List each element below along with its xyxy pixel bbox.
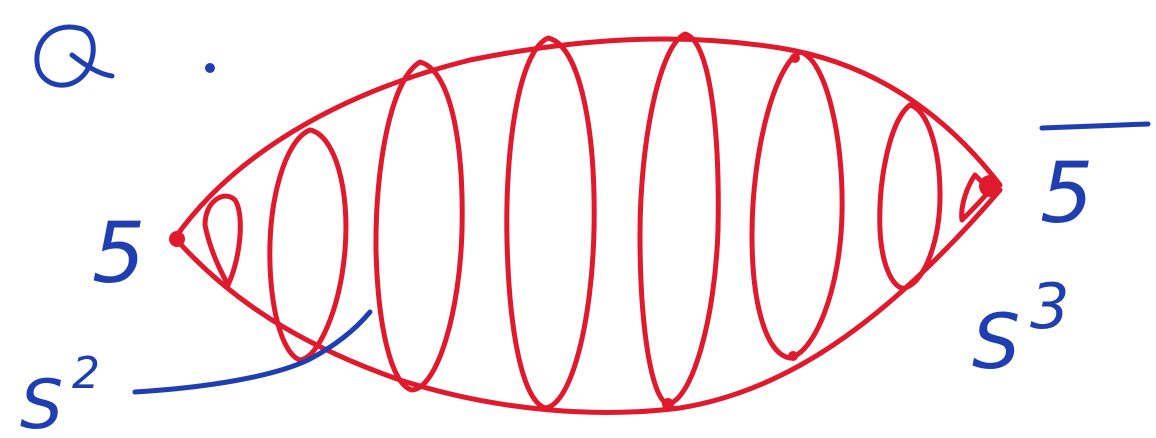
right-pole-dot — [979, 175, 1001, 197]
circle-label: S 2 — [20, 348, 100, 438]
sphere-label-base: S — [972, 297, 1020, 386]
lower-right-intersection-dot — [788, 351, 798, 361]
slice-ellipse-6 — [752, 52, 842, 358]
right-point-label: 5 — [1040, 144, 1093, 242]
top-right-intersection-dot — [790, 53, 800, 63]
left-point-label: 5 — [92, 204, 145, 302]
circle-label-base: S — [20, 366, 63, 438]
slice-ellipse-3 — [376, 62, 462, 390]
circle-label-exponent: 2 — [72, 348, 100, 399]
q-glyph-loop — [37, 27, 93, 85]
question-marker: Q — [0, 0, 215, 85]
slice-ellipse-5 — [640, 34, 718, 404]
sphere-label-exponent: 3 — [1030, 270, 1069, 343]
conjugate-overline — [1042, 124, 1148, 128]
sphere-label: S 3 — [972, 270, 1069, 386]
period-dot — [205, 63, 215, 73]
left-pole-dot — [169, 231, 185, 247]
bottom-intersection-dot — [662, 398, 674, 410]
slice-ellipse-4 — [507, 38, 594, 408]
